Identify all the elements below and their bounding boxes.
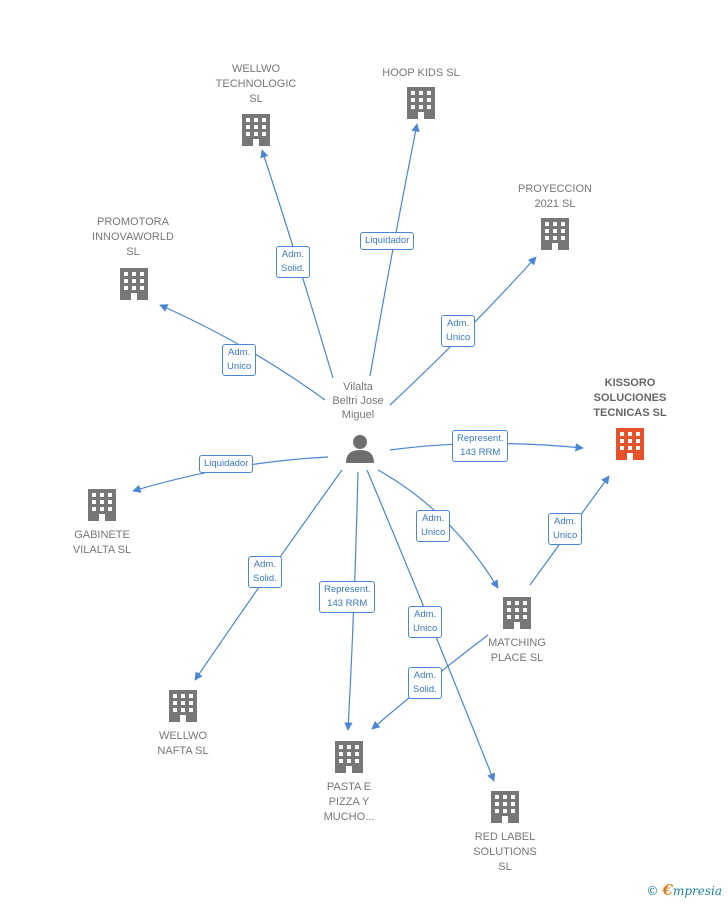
empresia-logo-initial: €	[662, 881, 673, 899]
person-icon[interactable]	[346, 435, 374, 463]
relation-label[interactable]: Adm. Unico	[408, 606, 443, 638]
company-label-pasta-e-pizza[interactable]: PASTA E PIZZA Y MUCHO...	[323, 781, 375, 823]
building-icon[interactable]	[169, 690, 197, 722]
building-icon[interactable]	[491, 791, 519, 823]
edge-center-to-hoop-kids	[369, 123, 420, 377]
relation-label[interactable]: Adm. Solid.	[276, 246, 310, 278]
copyright-icon: ©	[646, 884, 659, 898]
company-label-wellwo-technologic[interactable]: WELLWO TECHNOLOGIC SL	[215, 63, 297, 105]
empresia-brand[interactable]: ©€mpresia	[647, 881, 723, 899]
company-label-matching-place[interactable]: MATCHING PLACE SL	[488, 637, 546, 664]
building-icon[interactable]	[616, 428, 644, 460]
company-label-proyeccion-2021[interactable]: PROYECCION 2021 SL	[518, 183, 592, 210]
center-person-label[interactable]: Vilalta Beltri Jose Miguel	[332, 381, 384, 421]
building-icon[interactable]	[541, 218, 569, 250]
relation-label[interactable]: Adm. Solid.	[408, 667, 442, 699]
building-icon[interactable]	[503, 597, 531, 629]
nodes	[88, 87, 644, 823]
relation-label[interactable]: Adm. Solid.	[248, 556, 282, 588]
building-icon[interactable]	[120, 268, 148, 300]
empresia-logo-text: mpresia	[672, 884, 722, 898]
relation-label[interactable]: Represent. 143 RRM	[319, 581, 376, 613]
building-icon[interactable]	[242, 114, 270, 146]
edges	[132, 123, 610, 782]
company-label-promotora-innovaworld[interactable]: PROMOTORA INNOVAWORLD SL	[92, 216, 174, 258]
building-icon[interactable]	[407, 87, 435, 119]
relation-label[interactable]: Adm. Unico	[222, 344, 257, 376]
building-icon[interactable]	[335, 741, 363, 773]
relation-label[interactable]: Liquidador	[199, 455, 254, 473]
relation-label[interactable]: Adm. Unico	[416, 510, 451, 542]
relation-label[interactable]: Adm. Unico	[441, 315, 476, 347]
relation-label[interactable]: Liquidador	[360, 232, 415, 250]
company-label-gabinete-vilalta[interactable]: GABINETE VILALTA SL	[72, 529, 132, 556]
company-label-hoop-kids[interactable]: HOOP KIDS SL	[382, 67, 460, 79]
relation-label[interactable]: Represent. 143 RRM	[452, 430, 509, 462]
relation-label[interactable]: Adm. Unico	[548, 513, 583, 545]
company-label-wellwo-nafta[interactable]: WELLWO NAFTA SL	[157, 730, 209, 757]
company-label-red-label[interactable]: RED LABEL SOLUTIONS SL	[473, 831, 537, 873]
building-icon[interactable]	[88, 489, 116, 521]
company-label-kissoro[interactable]: KISSORO SOLUCIONES TECNICAS SL	[593, 377, 667, 419]
